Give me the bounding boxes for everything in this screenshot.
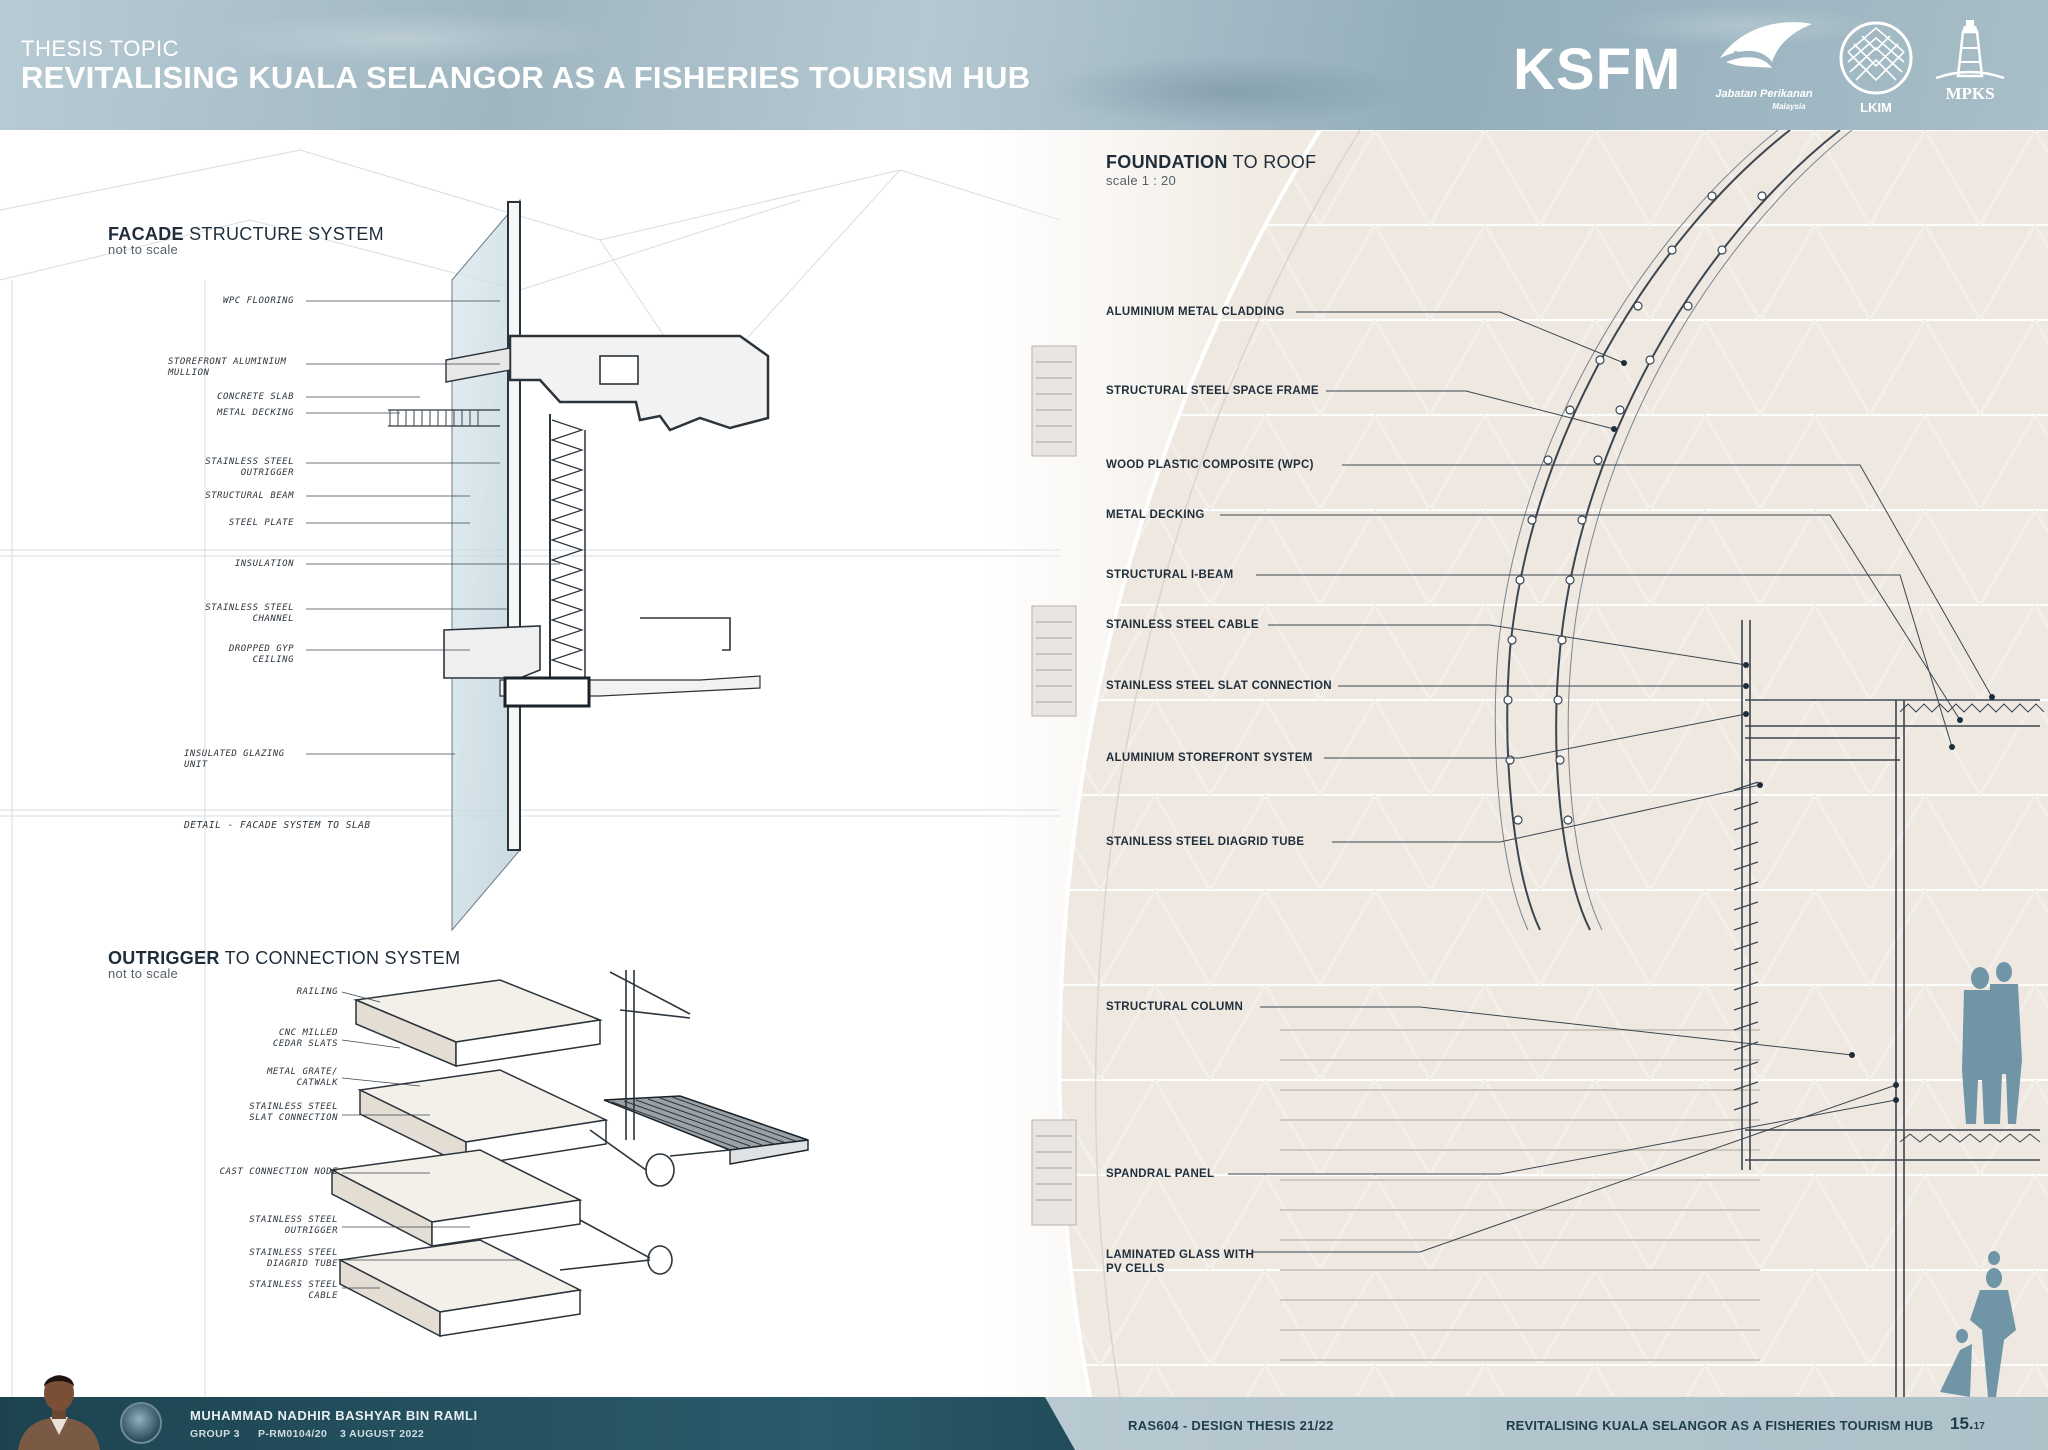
facade-section-title: FACADE STRUCTURE SYSTEM xyxy=(108,224,384,245)
facade-title-light: STRUCTURE SYSTEM xyxy=(183,224,384,244)
foundation-callout: STRUCTURAL STEEL SPACE FRAME xyxy=(1106,385,1319,397)
course-code: RAS604 - DESIGN THESIS 21/22 xyxy=(1128,1418,1334,1433)
foundation-callout: SPANDRAL PANEL xyxy=(1106,1168,1215,1180)
lkim-logo-icon: LKIM xyxy=(1836,18,1916,118)
thesis-title: REVITALISING KUALA SELANGOR AS A FISHERI… xyxy=(21,60,1031,95)
outrigger-label: STAINLESS STEEL CABLE xyxy=(249,1280,338,1301)
facade-label: INSULATED GLAZING UNIT xyxy=(184,749,285,770)
drawing-canvas: FACADE STRUCTURE SYSTEM not to scale OUT… xyxy=(0,130,2048,1397)
author-name: MUHAMMAD NADHIR BASHYAR BIN RAMLI xyxy=(190,1408,478,1423)
fish-logo-text: Jabatan Perikanan xyxy=(1715,88,1813,100)
fish-logo-icon: Jabatan Perikanan Malaysia xyxy=(1712,18,1816,112)
group-badge-icon xyxy=(120,1402,162,1444)
author-group: GROUP 3 xyxy=(190,1428,240,1440)
facade-label: STOREFRONT ALUMINIUM MULLION xyxy=(168,357,287,378)
facade-scale-note: not to scale xyxy=(108,242,179,257)
page-total: 17 xyxy=(1973,1421,1985,1432)
foundation-callout: METAL DECKING xyxy=(1106,509,1205,521)
facade-caption: DETAIL - FACADE SYSTEM TO SLAB xyxy=(184,820,371,831)
outrigger-label: CNC MILLED CEDAR SLATS xyxy=(272,1028,338,1049)
thesis-label: THESIS TOPIC xyxy=(21,36,180,61)
foundation-callout: WOOD PLASTIC COMPOSITE (WPC) xyxy=(1106,459,1314,471)
foundation-callout: STRUCTURAL I-BEAM xyxy=(1106,569,1234,581)
foundation-title-bold: FOUNDATION xyxy=(1106,152,1228,172)
facade-label: WPC FLOORING xyxy=(222,296,294,306)
facade-label: STAINLESS STEEL OUTRIGGER xyxy=(205,457,294,478)
foundation-callout: STAINLESS STEEL CABLE xyxy=(1106,619,1259,631)
submission-date: 3 AUGUST 2022 xyxy=(340,1428,425,1440)
foundation-section-title: FOUNDATION TO ROOF xyxy=(1106,152,1316,173)
brand-ksfm: KSFM xyxy=(1513,37,1682,102)
facade-label: INSULATION xyxy=(234,559,294,569)
facade-title-bold: FACADE xyxy=(108,224,184,244)
facade-label: METAL DECKING xyxy=(217,408,294,418)
foundation-callout: ALUMINIUM STOREFRONT SYSTEM xyxy=(1106,752,1313,764)
fish-logo-sub: Malaysia xyxy=(1772,102,1806,111)
facade-label: CONCRETE SLAB xyxy=(217,392,294,402)
page-number: 15.17 xyxy=(1950,1414,1985,1434)
mpks-logo-text: MPKS xyxy=(1945,84,1995,103)
facade-label: STRUCTURAL BEAM xyxy=(205,491,294,501)
page-current: 15. xyxy=(1950,1414,1974,1433)
footer-strip xyxy=(1045,1397,2048,1450)
foundation-callout: STRUCTURAL COLUMN xyxy=(1106,1001,1244,1013)
facade-label: DROPPED GYP CEILING xyxy=(228,644,294,665)
outrigger-title-light: TO CONNECTION SYSTEM xyxy=(219,948,461,968)
foundation-callout: ALUMINIUM METAL CLADDING xyxy=(1106,306,1285,318)
author-avatar xyxy=(14,1357,104,1450)
foundation-callout: LAMINATED GLASS WITH PV CELLS xyxy=(1106,1249,1255,1275)
outrigger-label: RAILING xyxy=(296,987,338,997)
facade-label: STEEL PLATE xyxy=(228,518,294,528)
outrigger-label: STAINLESS STEEL DIAGRID TUBE xyxy=(249,1248,338,1269)
outrigger-label: STAINLESS STEEL OUTRIGGER xyxy=(249,1215,338,1236)
footer-title: REVITALISING KUALA SELANGOR AS A FISHERI… xyxy=(1506,1418,1934,1433)
outrigger-section-title: OUTRIGGER TO CONNECTION SYSTEM xyxy=(108,948,460,969)
outrigger-title-bold: OUTRIGGER xyxy=(108,948,220,968)
outrigger-label: METAL GRATE/ CATWALK xyxy=(266,1067,338,1088)
lkim-logo-text: LKIM xyxy=(1860,100,1892,115)
author-id: P-RM0104/20 xyxy=(258,1428,328,1440)
outrigger-label: STAINLESS STEEL SLAT CONNECTION xyxy=(249,1102,338,1123)
outrigger-label: CAST CONNECTION NODE xyxy=(219,1167,338,1177)
foundation-callout: STAINLESS STEEL DIAGRID TUBE xyxy=(1106,836,1305,848)
facade-label: STAINLESS STEEL CHANNEL xyxy=(205,603,294,624)
outrigger-scale-note: not to scale xyxy=(108,966,179,981)
lighthouse-logo-icon: MPKS xyxy=(1930,18,2010,118)
foundation-title-light: TO ROOF xyxy=(1227,152,1317,172)
foundation-callout: STAINLESS STEEL SLAT CONNECTION xyxy=(1106,680,1332,692)
foundation-scale-note: scale 1 : 20 xyxy=(1106,173,1177,188)
header-banner: THESIS TOPIC REVITALISING KUALA SELANGOR… xyxy=(0,0,2048,130)
